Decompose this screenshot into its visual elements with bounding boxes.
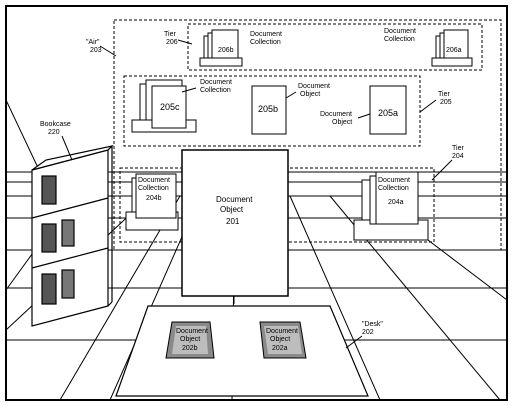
collection-206b-id: 206b <box>218 47 234 54</box>
document-object-202b[interactable]: Document Object 202b <box>165 321 215 359</box>
object-202a-id: 202a <box>272 345 288 352</box>
tier-206-number: 206 <box>166 39 178 46</box>
document-object-201[interactable]: Document Object 201 <box>181 149 289 297</box>
object-202a-label-2: Object <box>270 336 290 343</box>
tier-204-label: Tier <box>452 145 464 152</box>
air-region <box>113 19 502 251</box>
tier-205-label: Tier <box>438 91 450 98</box>
air-label: "Air" <box>86 39 100 46</box>
collection-204b-label-2: Collection <box>138 185 169 192</box>
collection-205c-label-1: Document <box>200 79 232 86</box>
collection-206a-label-2: Collection <box>384 36 415 43</box>
object-205a-id: 205a <box>378 108 398 118</box>
collection-205c-label-2: Collection <box>200 87 231 94</box>
collection-206b[interactable]: 206b <box>199 29 243 67</box>
collection-204a[interactable]: Document Collection 204a <box>353 171 429 241</box>
bookcase-label: Bookcase <box>40 121 71 128</box>
collection-204a-id: 204a <box>388 199 404 206</box>
collection-206a-label-1: Document <box>384 28 416 35</box>
tier-205-box <box>123 75 421 147</box>
outer-frame <box>5 5 508 401</box>
leader-205a <box>357 113 371 119</box>
tier-206-label: Tier <box>164 31 176 38</box>
bookcase-220[interactable] <box>31 144 114 327</box>
collection-204b-id: 204b <box>146 195 162 202</box>
object-202b-label-1: Document <box>176 328 208 335</box>
collection-204b-label-1: Document <box>138 177 170 184</box>
collection-204a-label-2: Collection <box>378 185 409 192</box>
object-201-id: 201 <box>226 217 240 226</box>
tier-206-box <box>187 23 483 71</box>
leader-tier-204 <box>431 159 453 181</box>
object-202b-label-2: Object <box>180 336 200 343</box>
collection-204b[interactable]: Document Collection 204b <box>125 173 179 231</box>
collection-206a-id: 206a <box>446 47 462 54</box>
collection-206a[interactable]: 206a <box>431 29 473 67</box>
leader-tier-205 <box>419 99 437 113</box>
tier-204-number: 204 <box>452 153 464 160</box>
leader-air <box>99 45 117 57</box>
document-object-202a[interactable]: Document Object 202a <box>259 321 307 359</box>
leader-205c <box>181 87 197 93</box>
collection-205c-id: 205c <box>160 102 180 112</box>
desk-number: 202 <box>362 329 374 336</box>
object-205b-label-1: Document <box>298 83 330 90</box>
collection-205c[interactable]: 205c <box>131 79 197 133</box>
object-205a[interactable]: 205a <box>369 85 407 135</box>
object-201-label-2: Object <box>220 205 244 214</box>
leader-desk <box>345 335 363 349</box>
leader-bookcase <box>61 135 73 161</box>
object-205a-label-2: Object <box>332 119 352 126</box>
collection-206b-label-1: Document <box>250 31 282 38</box>
desk-label: "Desk" <box>362 321 383 328</box>
object-205b[interactable]: 205b <box>251 85 287 135</box>
collection-204a-label-1: Document <box>378 177 410 184</box>
air-number: 203 <box>90 47 102 54</box>
desk-202[interactable] <box>115 305 369 397</box>
collection-206b-label-2: Collection <box>250 39 281 46</box>
object-201-label-1: Document <box>216 195 253 204</box>
leader-tier-206 <box>177 39 193 45</box>
bookcase-number: 220 <box>48 129 60 136</box>
object-205a-label-1: Document <box>320 111 352 118</box>
object-202b-id: 202b <box>182 345 198 352</box>
leader-205b <box>285 91 297 99</box>
object-202a-label-1: Document <box>266 328 298 335</box>
object-205b-label-2: Object <box>300 91 320 98</box>
object-205b-id: 205b <box>258 104 278 114</box>
tier-205-number: 205 <box>440 99 452 106</box>
